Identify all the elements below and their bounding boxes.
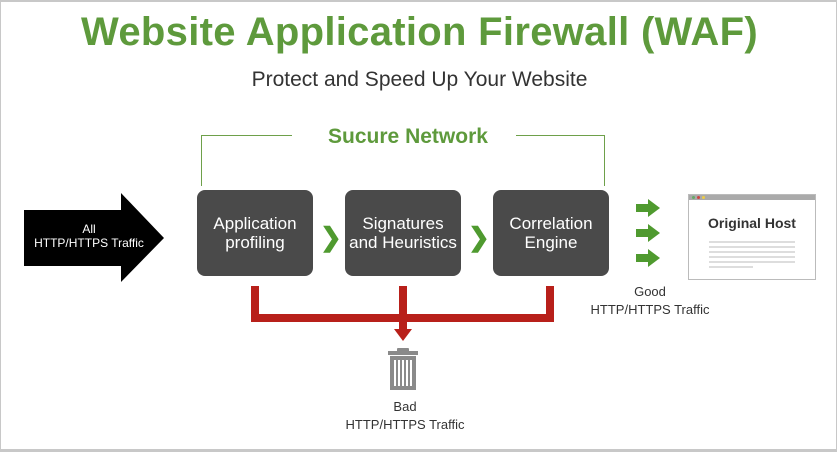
network-bracket-left bbox=[201, 135, 292, 186]
bad-traffic-line2: HTTP/HTTPS Traffic bbox=[345, 417, 465, 432]
text-line bbox=[709, 266, 753, 268]
good-traffic-label: Good HTTP/HTTPS Traffic bbox=[570, 283, 730, 319]
bad-traffic-label: Bad HTTP/HTTPS Traffic bbox=[330, 398, 480, 434]
window-title-bar bbox=[689, 195, 815, 200]
text-line bbox=[709, 256, 795, 258]
window-dot-icon bbox=[702, 196, 705, 199]
stage-label-line1: Application bbox=[213, 214, 297, 233]
text-line bbox=[709, 251, 795, 253]
all-traffic-label: All HTTP/HTTPS Traffic bbox=[24, 222, 154, 250]
diagram-title: Website Application Firewall (WAF) bbox=[81, 10, 758, 54]
good-traffic-line1: Good bbox=[634, 284, 666, 299]
network-bracket-right bbox=[516, 135, 605, 186]
stage-label-line1: Signatures bbox=[362, 214, 444, 233]
diagram-subtitle: Protect and Speed Up Your Website bbox=[251, 68, 588, 91]
all-traffic-line1: All bbox=[82, 222, 96, 236]
arrow-right-icon bbox=[24, 193, 164, 282]
chevron-right-icon: ❯ bbox=[320, 222, 342, 252]
stage-label-line2: and Heuristics bbox=[349, 233, 457, 252]
stage-label-line1: Correlation bbox=[509, 214, 593, 233]
text-line bbox=[709, 261, 795, 263]
arrow-right-icon bbox=[636, 199, 660, 267]
good-traffic-line2: HTTP/HTTPS Traffic bbox=[590, 302, 710, 317]
network-label: Sucure Network bbox=[328, 125, 488, 148]
bad-traffic-line1: Bad bbox=[393, 399, 417, 414]
original-host-title: Original Host bbox=[708, 215, 796, 231]
window-dot-icon bbox=[692, 196, 695, 199]
text-line bbox=[709, 246, 795, 248]
stage-label-line2: Engine bbox=[524, 233, 578, 252]
original-host-window: Original Host bbox=[688, 194, 816, 280]
stage-label-line2: profiling bbox=[225, 233, 285, 252]
chevron-right-icon: ❯ bbox=[468, 222, 490, 252]
text-line bbox=[709, 241, 795, 243]
window-dot-icon bbox=[697, 196, 700, 199]
all-traffic-line2: HTTP/HTTPS Traffic bbox=[34, 236, 144, 250]
